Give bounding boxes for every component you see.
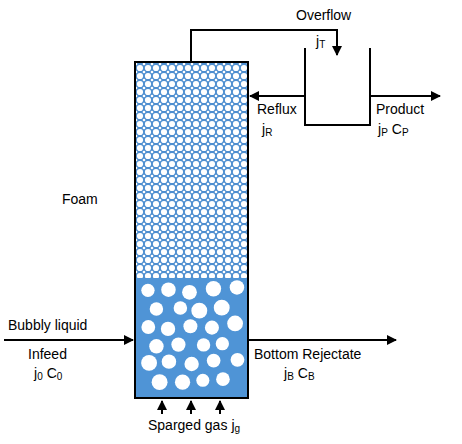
flow-label: j bbox=[284, 366, 287, 380]
bubbles bbox=[141, 280, 244, 390]
gas-arrow bbox=[219, 401, 221, 414]
flow-label: Infeed bbox=[28, 347, 67, 361]
flow-label: j bbox=[378, 122, 381, 136]
flow-label: C bbox=[392, 122, 402, 136]
bubble bbox=[141, 320, 155, 334]
rejectate-arrow bbox=[248, 339, 396, 341]
gas-arrow bbox=[161, 401, 163, 414]
subscript: B bbox=[308, 372, 315, 382]
bubble bbox=[231, 353, 245, 367]
flow-label: Product bbox=[376, 102, 424, 116]
product-arrow bbox=[370, 95, 440, 97]
subscript: P bbox=[381, 128, 388, 138]
bubble bbox=[230, 280, 244, 294]
bubble bbox=[152, 374, 168, 390]
bubble bbox=[161, 282, 176, 297]
bubble bbox=[191, 303, 207, 319]
bubble bbox=[227, 316, 243, 332]
subscript: g bbox=[235, 424, 241, 434]
flow-label: Bottom Rejectate bbox=[254, 347, 361, 361]
flow-label: C bbox=[47, 366, 57, 380]
bubble bbox=[171, 338, 185, 352]
reflux-arrow bbox=[250, 95, 305, 97]
flow-label: j bbox=[316, 34, 319, 48]
bubble bbox=[150, 302, 163, 315]
subscript: T bbox=[319, 40, 325, 50]
splitter-tank bbox=[305, 48, 370, 125]
bubble bbox=[196, 374, 209, 387]
bubble bbox=[141, 355, 157, 371]
flow-label: C bbox=[298, 366, 308, 380]
subscript: R bbox=[265, 128, 272, 138]
bubble bbox=[175, 375, 190, 390]
subscript: 0 bbox=[57, 372, 63, 382]
gas-arrow bbox=[190, 401, 192, 414]
flow-label: Reflux bbox=[257, 102, 297, 116]
subscript: 0 bbox=[37, 372, 43, 382]
bubble bbox=[205, 321, 219, 335]
infeed-arrow bbox=[4, 339, 133, 341]
bubble bbox=[182, 285, 197, 300]
bubble bbox=[183, 319, 197, 333]
bubbly-liquid bbox=[135, 278, 248, 398]
bubble bbox=[162, 354, 176, 368]
bubble bbox=[207, 354, 221, 368]
flow-label: j bbox=[262, 122, 265, 136]
flow-label: Sparged gas bbox=[148, 418, 227, 432]
bubble bbox=[141, 284, 154, 297]
column-wall bbox=[135, 62, 248, 398]
bubble bbox=[184, 357, 198, 371]
bubble bbox=[206, 281, 221, 296]
subscript: B bbox=[287, 372, 294, 382]
overflow-pipe bbox=[191, 30, 337, 62]
flow-label: Bubbly liquid bbox=[8, 318, 87, 332]
foam-region bbox=[135, 62, 248, 278]
flow-label: Overflow bbox=[296, 8, 351, 22]
flow-label: j bbox=[231, 418, 234, 432]
bubble bbox=[174, 301, 188, 315]
subscript: P bbox=[402, 128, 409, 138]
bubble bbox=[216, 337, 229, 350]
bubble bbox=[197, 338, 210, 351]
bubble bbox=[161, 322, 175, 336]
bubble bbox=[214, 300, 230, 316]
bubble bbox=[216, 372, 230, 386]
flow-label: j bbox=[34, 366, 37, 380]
bubble bbox=[149, 339, 163, 353]
flow-label: Foam bbox=[62, 192, 98, 206]
